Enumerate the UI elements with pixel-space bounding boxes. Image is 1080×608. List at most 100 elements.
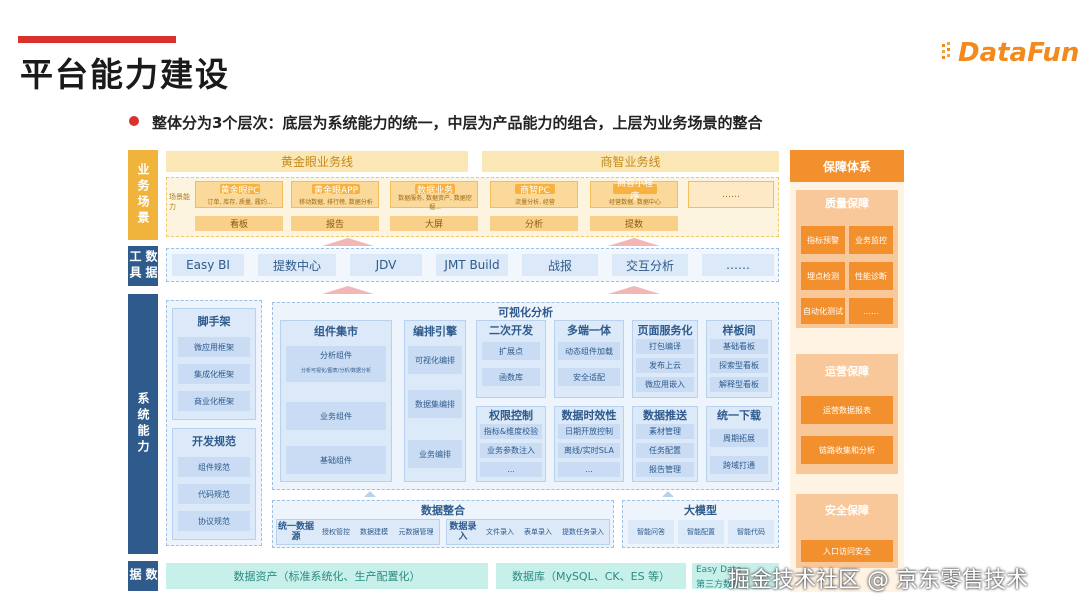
templates-item: 基础看板	[710, 339, 768, 354]
data-entry-item: 提数任务录入	[562, 528, 604, 536]
business-card-title: 商智小程序	[613, 179, 657, 202]
data-entry-item: 表单录入	[524, 528, 552, 536]
databases: 数据库（MySQL、CK、ES 等）	[496, 563, 686, 589]
quality-item: 自动化测试	[801, 298, 845, 324]
llm-title: 大模型	[684, 504, 717, 517]
push-item: 报告管理	[636, 462, 694, 477]
tool-interactive-analysis[interactable]: 交互分析	[612, 254, 688, 276]
component-item-sub: 分析可视化/图表/分析/数据分析	[300, 367, 372, 374]
flow-arrow-icon	[322, 238, 374, 246]
business-tag: 看板	[195, 216, 283, 231]
data-integration-title: 数据整合	[421, 504, 465, 517]
business-line-shangzhi: 商智业务线	[482, 151, 779, 172]
permission-item: 业务参数注入	[480, 443, 542, 458]
templates-item: 解释型看板	[710, 377, 768, 392]
bullet-icon	[129, 116, 139, 126]
page-service-title: 页面服务化	[637, 324, 693, 337]
flow-arrow-icon	[608, 286, 660, 294]
layer-label-system: 系统能力	[128, 294, 158, 554]
tool-jdv[interactable]: JDV	[350, 254, 422, 276]
timeliness-item: 离线/实时SLA	[558, 443, 620, 458]
business-card: 商智小程序 经营数据, 数据中心	[590, 179, 678, 208]
dev-spec-item: 协议规范	[178, 511, 250, 531]
scene-capability-label: 场景能力	[169, 193, 190, 211]
timeliness-title: 数据时效性	[561, 409, 617, 422]
component-market-title: 组件集市	[314, 325, 358, 338]
permission-title: 权限控制	[489, 409, 533, 422]
component-item: 业务组件	[286, 402, 386, 430]
layer-label-business: 业务场景	[128, 150, 158, 240]
push-item: 素材管理	[636, 424, 694, 439]
push-title: 数据推送	[643, 409, 687, 422]
page-service-item: 打包编译	[636, 339, 694, 354]
business-tag: 提数	[590, 216, 678, 231]
data-entry-item: 文件录入	[486, 528, 514, 536]
ops-item: 运营数据报表	[801, 396, 893, 424]
quality-title: 质量保障	[825, 197, 869, 210]
page-service-item: 微应用嵌入	[636, 377, 694, 392]
tool-jmt-build[interactable]: JMT Build	[436, 254, 508, 276]
business-card: 数据业务 数据服务, 数据资产, 数据挖掘...	[390, 181, 478, 211]
llm-item: 智能配置	[678, 520, 724, 544]
llm-item: 智能问答	[628, 520, 674, 544]
dev-spec-item: 组件规范	[178, 457, 250, 477]
business-card-sub: 数据服务, 数据资产, 数据挖掘...	[398, 194, 472, 211]
dev-spec-item: 代码规范	[178, 484, 250, 504]
business-tag: 大屏	[390, 216, 478, 231]
permission-item: 指标&维度校验	[480, 424, 542, 439]
easy-data-label: Easy Data	[696, 565, 742, 575]
permission-item: ...	[480, 462, 542, 477]
business-card-title: 商智PC	[515, 184, 555, 196]
quality-item: 性能诊断	[849, 262, 893, 290]
flow-arrow-icon	[608, 238, 660, 246]
secondary-dev-item: 扩展点	[482, 342, 540, 360]
business-card: 黄金眼APP 移动数据, 排行榜, 数据分析	[291, 181, 379, 208]
orchestration-item: 可视化编排	[408, 346, 462, 374]
scaffold-item: 微应用框架	[178, 337, 250, 357]
timeliness-item: 日期开放控制	[558, 424, 620, 439]
business-tag: 分析	[490, 216, 578, 231]
unified-download-item: 周期拓展	[710, 429, 768, 447]
unified-download-title: 统一下载	[717, 409, 761, 422]
quality-item: 业务监控	[849, 226, 893, 254]
business-card-sub: 经营数据, 数据中心	[609, 199, 661, 206]
component-item: 基础组件	[286, 446, 386, 474]
business-tag: 报告	[291, 216, 379, 231]
business-card-title: 数据业务	[415, 184, 455, 196]
unified-source-label: 统一数据源	[278, 522, 315, 542]
unified-download-item: 跨域打通	[710, 456, 768, 474]
orchestration-item: 数据集编排	[408, 390, 462, 418]
tool-battle-report[interactable]: 战报	[522, 254, 598, 276]
scaffold-title: 脚手架	[197, 315, 231, 328]
security-title: 安全保障	[825, 504, 869, 517]
page-service-item: 发布上云	[636, 358, 694, 373]
business-card-more: ……	[688, 181, 774, 208]
logo-dots-icon	[942, 42, 950, 59]
quality-item: 埋点检测	[801, 262, 845, 290]
component-item: 分析组件 分析可视化/图表/分析/数据分析	[286, 346, 386, 382]
datafun-logo: DataFun.	[958, 38, 1080, 68]
ops-title: 运营保障	[825, 365, 869, 378]
tool-easy-bi[interactable]: Easy BI	[172, 254, 244, 276]
business-card-sub: 移动数据, 排行榜, 数据分析	[299, 199, 373, 206]
orchestration-title: 编排引擎	[413, 325, 457, 338]
third-party-data-label: 第三方数据	[696, 580, 742, 590]
business-card-title: 黄金眼APP	[312, 184, 360, 196]
page-title: 平台能力建设	[20, 55, 230, 94]
scaffold-item: 集成化框架	[178, 364, 250, 384]
security-item: 入口访问安全	[801, 540, 893, 562]
business-line-gold-eye: 黄金眼业务线	[166, 151, 468, 172]
easy-data-box: Easy Data 第三方数据	[692, 563, 779, 590]
business-card: 黄金眼PC 订单, 库存, 质量, 履约...	[195, 181, 283, 208]
visual-analysis-title: 可视化分析	[498, 306, 553, 319]
quality-item: ……	[849, 298, 893, 324]
flow-arrow-icon	[364, 491, 376, 497]
secondary-dev-title: 二次开发	[489, 324, 533, 337]
flow-arrow-icon	[662, 491, 674, 497]
tool-extract-center[interactable]: 提数中心	[258, 254, 336, 276]
multi-end-item: 安全适配	[558, 368, 620, 386]
flow-arrow-icon	[322, 286, 374, 294]
business-card: 商智PC 流量分析, 经营	[490, 181, 578, 208]
summary-bullet: 整体分为3个层次：底层为系统能力的统一，中层为产品能力的组合，上层为业务场景的整…	[152, 114, 763, 132]
guarantee-title: 保障体系	[790, 150, 904, 182]
